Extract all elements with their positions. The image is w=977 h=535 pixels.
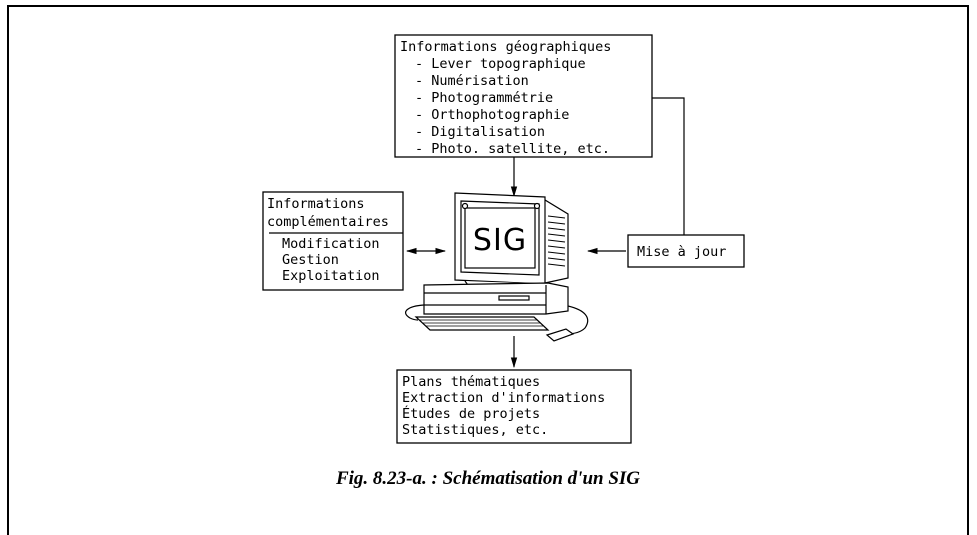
sig-diagram: Informations géographiques - Lever topog… xyxy=(262,34,745,489)
figure-caption: Fig. 8.23-a. : Schématisation d'un SIG xyxy=(335,468,640,489)
complementary-info-box: Informations complémentaires Modificatio… xyxy=(262,191,404,291)
complementary-info-title: Informations xyxy=(267,196,365,212)
geo-info-box: Informations géographiques - Lever topog… xyxy=(394,34,653,158)
geo-info-item: - Orthophotographie xyxy=(415,107,569,123)
output-box: Plans thématiques Extraction d'informati… xyxy=(396,369,632,444)
complementary-info-item: Exploitation xyxy=(282,268,380,284)
geo-info-item: - Lever topographique xyxy=(415,56,586,72)
complementary-info-item: Modification xyxy=(282,236,380,252)
output-item: Plans thématiques xyxy=(402,374,540,390)
line-geo-to-update xyxy=(652,97,685,235)
output-item: Statistiques, etc. xyxy=(402,422,548,438)
geo-info-item: - Photo. satellite, etc. xyxy=(415,141,610,157)
geo-info-title: Informations géographiques xyxy=(400,39,611,55)
output-item: Études de projets xyxy=(402,405,540,422)
screen-label: SIG xyxy=(473,223,527,258)
output-item: Extraction d'informations xyxy=(402,390,605,406)
figure-frame xyxy=(7,5,969,535)
geo-info-item: - Digitalisation xyxy=(415,124,545,140)
geo-info-item: - Numérisation xyxy=(415,73,529,89)
computer-illustration xyxy=(405,192,589,342)
update-box: Mise à jour xyxy=(627,234,745,268)
geo-info-item: - Photogrammétrie xyxy=(415,90,553,106)
connectors xyxy=(405,97,685,369)
complementary-info-item: Gestion xyxy=(282,252,339,268)
update-label: Mise à jour xyxy=(637,244,726,260)
complementary-info-title: complémentaires xyxy=(267,214,389,230)
